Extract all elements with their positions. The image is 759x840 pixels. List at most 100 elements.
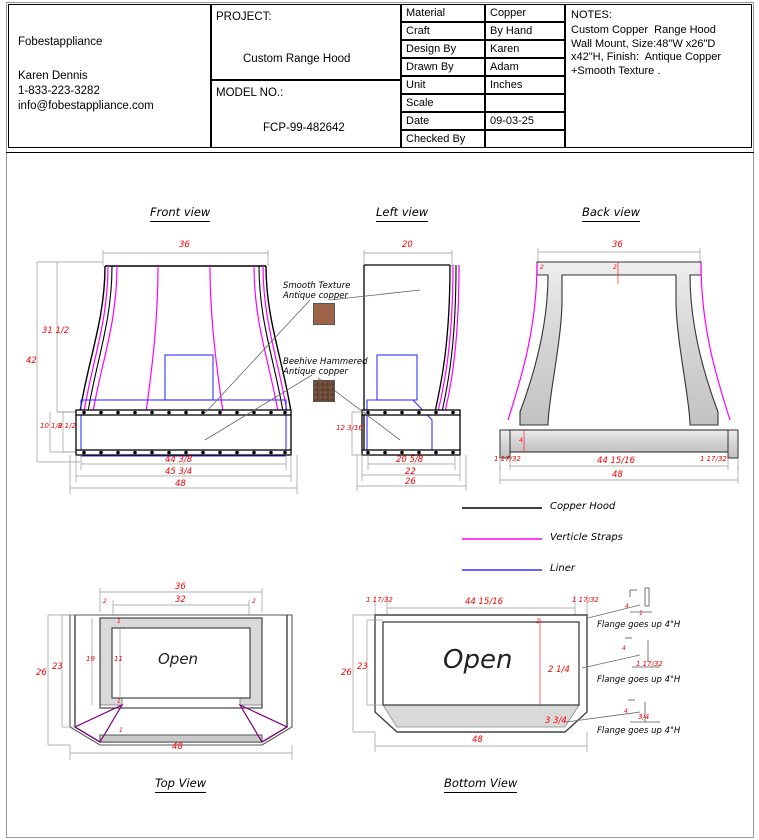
bottom-dim-offset-1: 1 (536, 618, 540, 625)
smooth-texture-swatch (313, 303, 335, 325)
left-dim-20-625: 20 5/8 (396, 455, 424, 465)
legend-label-copper-hood: Copper Hood (550, 501, 616, 512)
spec-value: Karen (490, 43, 520, 55)
spec-value: Adam (490, 61, 519, 73)
top-dim-26: 26 (36, 668, 47, 678)
spec-label: Craft (406, 25, 430, 37)
spec-label: Design By (406, 43, 457, 55)
contact-phone: 1-833-223-3282 (18, 85, 100, 97)
back-base-right-cap (727, 429, 739, 459)
spec-row (485, 76, 565, 94)
flange-dim-4-c: 4 (624, 708, 628, 715)
top-dim-corner-a: 1 (117, 618, 121, 625)
top-dim-offset-left: 2 (103, 598, 107, 605)
back-dim-side-left: 1 17/32 (494, 455, 521, 463)
top-dim-36: 36 (175, 582, 186, 592)
spec-label: Material (406, 7, 446, 19)
front-right-profile (265, 265, 292, 413)
left-dim-bottom (356, 455, 467, 491)
spec-row (401, 4, 485, 22)
front-dim-top (102, 250, 269, 266)
back-dim-36: 36 (612, 240, 623, 250)
front-dim-44-375: 44 3/8 (165, 455, 193, 465)
spec-row (485, 94, 565, 112)
front-rivet-bands (75, 409, 292, 456)
project-cell (211, 4, 401, 80)
left-dim-20: 20 (402, 240, 413, 250)
front-right-profile-inner (258, 265, 284, 413)
top-dim-48: 48 (172, 742, 183, 752)
left-dim-vertical (351, 411, 366, 456)
spec-row (401, 76, 485, 94)
top-dim-offset-right: 2 (252, 598, 256, 605)
notes-cell (565, 4, 752, 148)
bottom-dim-side-right: 1 17/32 (572, 596, 599, 604)
back-base-band (507, 429, 731, 453)
left-view-drawing (317, 250, 467, 491)
back-dim-strap-right: 2 (613, 264, 617, 271)
back-view-drawing (499, 248, 739, 484)
back-strap-left (507, 262, 538, 421)
flange-detail-3: 3/4 (638, 713, 650, 721)
spec-row (401, 112, 485, 130)
back-strap-right (700, 262, 731, 421)
top-dim-23: 23 (52, 662, 63, 672)
contact-name: Karen Dennis (18, 70, 88, 82)
bottom-view-open-label: Open (443, 645, 513, 675)
spec-row (485, 40, 565, 58)
left-dim-12-1875: 12 3/16 (336, 424, 363, 432)
flange-detail-1: 1 (639, 610, 643, 617)
spec-value: Inches (490, 79, 523, 91)
front-liner-box (80, 399, 287, 457)
smooth-texture-note: Smooth Texture Antique copper (283, 281, 351, 301)
bottom-dim-left (352, 614, 383, 733)
bottom-dim-23: 23 (357, 662, 368, 672)
spec-row (401, 130, 485, 148)
front-strap-left-inner (92, 265, 118, 413)
model-label: MODEL NO.: (216, 87, 284, 99)
left-liner-chimney (376, 354, 418, 401)
back-dim-inner: 44 15/16 (597, 456, 636, 466)
sheet-border (6, 2, 754, 838)
front-strap-mid-left (145, 265, 159, 413)
top-dim-top (99, 588, 263, 616)
bottom-view-drawing (352, 587, 660, 752)
top-corner-right (238, 703, 289, 743)
spec-label: Drawn By (406, 61, 454, 73)
company-name: Fobestappliance (18, 36, 103, 48)
flange-note-2: Flange goes up 4"H (597, 675, 681, 685)
spec-label: Date (406, 115, 430, 127)
spec-label: Scale (406, 97, 434, 109)
spec-row (401, 58, 485, 76)
top-dim-32: 32 (175, 595, 186, 605)
back-dim-48: 48 (612, 470, 623, 480)
front-left-profile (79, 265, 106, 413)
front-dim-bottom (69, 455, 298, 494)
bottom-opening (382, 621, 580, 706)
left-strap-2 (444, 264, 460, 413)
front-dim-42: 42 (26, 356, 37, 366)
front-leader-smooth (204, 299, 311, 414)
front-dim-36: 36 (179, 240, 190, 250)
front-dim-31-5: 31 1/2 (42, 326, 70, 336)
front-liner-chimney (164, 354, 214, 401)
flange-dim-4-b: 4 (622, 645, 626, 652)
company-cell (8, 4, 211, 148)
legend-lines (462, 507, 542, 571)
front-strap-right-inner (253, 265, 279, 413)
top-opening-inner (111, 627, 251, 699)
front-view-drawing (36, 250, 313, 494)
spec-row (485, 130, 565, 148)
bottom-dim-2-25: 2 1/4 (548, 665, 570, 675)
flange-note-3: Flange goes up 4"H (597, 726, 681, 736)
bottom-dim-3-75: 3 3/4 (545, 716, 567, 726)
flange-dim-4-a: 4 (625, 603, 629, 610)
spec-row (485, 58, 565, 76)
spec-row (485, 22, 565, 40)
spec-value: By Hand (490, 25, 533, 37)
bottom-dim-top (374, 595, 588, 615)
flange-details (565, 587, 660, 723)
beehive-swatch (313, 380, 335, 402)
top-dim-bottom (69, 745, 293, 760)
